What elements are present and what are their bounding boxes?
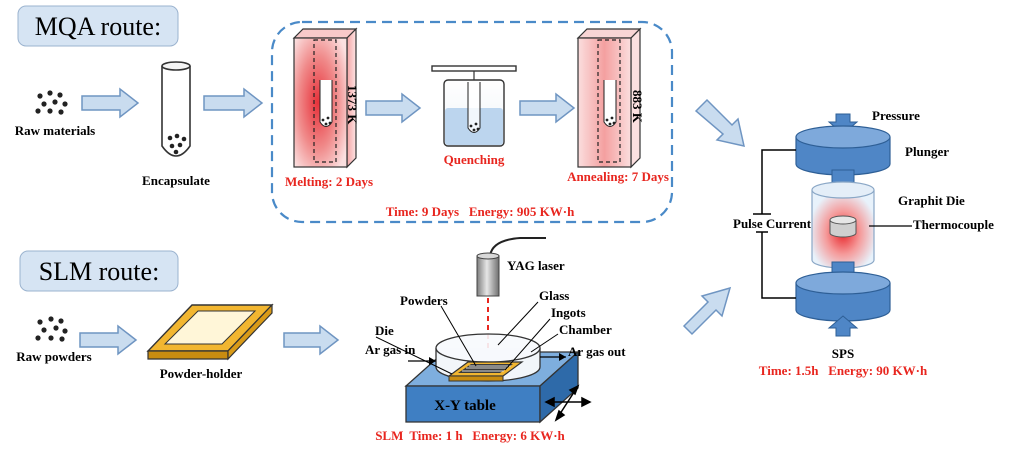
leader-lines (375, 301, 559, 375)
powders-label: Powders (400, 293, 448, 308)
mqa-route-title: MQA route: (35, 12, 161, 41)
mqa-summary: Time: 9 Days Energy: 905 KW·h (386, 204, 575, 219)
raw-powders-label: Raw powders (16, 349, 91, 364)
ingots-label: Ingots (551, 305, 586, 320)
slm-route-badge: SLM route: (19, 250, 179, 292)
pulse-current-label: Pulse Current (733, 216, 812, 231)
raw-powders-dots (35, 316, 68, 342)
powder-holder (146, 303, 274, 361)
glass-label: Glass (539, 288, 569, 303)
gas-in-arrowhead (429, 357, 436, 365)
encapsulate-label: Encapsulate (142, 173, 210, 188)
melting-temperature: 1373 K (345, 85, 360, 125)
flow-arrow (79, 324, 138, 356)
flow-arrow (694, 98, 745, 147)
gas-in-label: Ar gas in (365, 342, 416, 357)
flow-arrow (81, 87, 140, 119)
die-label: Die (375, 323, 394, 338)
graphite-die-label: Graphit Die (898, 193, 965, 208)
slm-route-title: SLM route: (39, 257, 160, 286)
raw-materials-dots (35, 90, 68, 115)
gas-out-arrowhead (559, 353, 566, 361)
annealing-furnace (576, 27, 642, 169)
yag-laser (476, 237, 546, 297)
sps-label: SPS (832, 346, 854, 361)
plunger-label: Plunger (905, 144, 949, 159)
flow-arrow (283, 324, 340, 356)
chamber-label: Chamber (559, 322, 612, 337)
flow-arrow (365, 92, 422, 124)
sps-apparatus (753, 113, 912, 337)
quenching-beaker (431, 65, 517, 147)
mqa-route-badge: MQA route: (17, 5, 179, 47)
xy-table-label: X-Y table (434, 398, 496, 414)
annealing-temperature: 883 K (630, 90, 645, 124)
annealing-label: Annealing: 7 Days (567, 169, 669, 184)
flow-arrow (519, 92, 576, 124)
pressure-label: Pressure (872, 108, 920, 123)
motion-arrows (544, 384, 592, 422)
slm-summary-text: Time: 1 h Energy: 6 KW·h (409, 428, 565, 443)
yag-laser-label: YAG laser (507, 258, 565, 273)
die (447, 361, 524, 382)
mqa-process-box (270, 20, 674, 224)
raw-materials-label: Raw materials (15, 123, 96, 138)
sps-summary: Time: 1.5h Energy: 90 KW·h (759, 363, 928, 378)
gas-out-label: Ar gas out (568, 344, 626, 359)
melting-furnace (292, 27, 358, 169)
flow-arrow (682, 286, 732, 336)
powder-holder-label: Powder-holder (160, 366, 243, 381)
slm-summary-prefix: SLM (375, 428, 403, 443)
melting-label: Melting: 2 Days (285, 174, 373, 189)
flow-arrow (203, 87, 264, 119)
pressure-arrow-bottom (827, 315, 859, 337)
slm-summary: SLM Time: 1 h Energy: 6 KW·h (375, 428, 565, 443)
encapsulate-tube (161, 61, 191, 157)
quenching-label: Quenching (444, 152, 505, 167)
thermocouple-label: Thermocouple (913, 217, 994, 232)
